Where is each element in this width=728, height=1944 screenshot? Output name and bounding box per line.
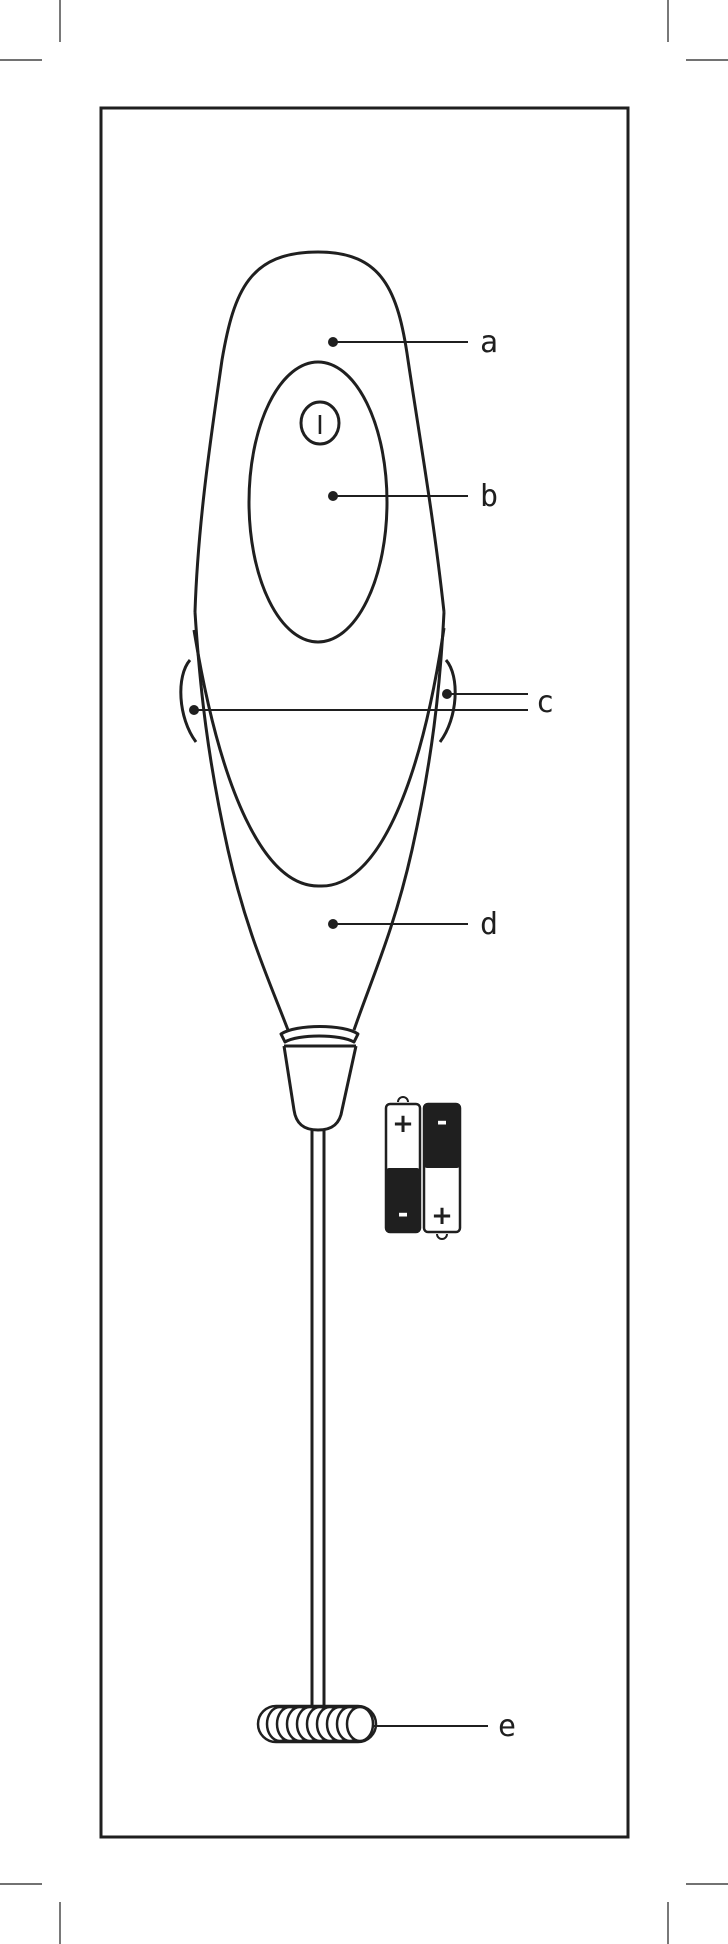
- callout-e: e: [372, 1709, 516, 1744]
- callout-c: c: [189, 685, 554, 720]
- collar: [279, 1025, 360, 1044]
- callout-d: d: [328, 907, 498, 942]
- power-icon: [299, 400, 341, 446]
- callout-a: a: [328, 325, 498, 360]
- callout-a-label: a: [480, 325, 498, 360]
- battery-right-top-sign: -: [437, 1107, 448, 1137]
- callout-e-label: e: [498, 1709, 516, 1744]
- nozzle: [282, 1045, 358, 1132]
- callout-d-label: d: [480, 907, 498, 942]
- battery-right-terminal: [436, 1233, 448, 1240]
- power-button[interactable]: I: [299, 400, 341, 446]
- battery-right: - +: [422, 1102, 462, 1240]
- side-button-left: [179, 659, 198, 743]
- battery-left-terminal: [397, 1096, 409, 1103]
- battery-right-bottom-sign: +: [431, 1201, 453, 1231]
- callout-c-label: c: [536, 685, 554, 720]
- side-button-right: [438, 659, 457, 743]
- panel-frame: [99, 106, 630, 1839]
- battery-left-bottom-sign: -: [398, 1199, 409, 1229]
- frother-handle: [179, 250, 457, 1132]
- power-symbol-label: I: [316, 411, 324, 441]
- callout-b-label: b: [480, 479, 498, 514]
- whisk-shaft: [310, 1130, 326, 1708]
- battery-left: + -: [384, 1096, 422, 1234]
- whisk-coil: [256, 1704, 378, 1744]
- battery-left-top-sign: +: [392, 1109, 414, 1139]
- callout-b: b: [328, 479, 498, 514]
- control-panel: [247, 360, 389, 644]
